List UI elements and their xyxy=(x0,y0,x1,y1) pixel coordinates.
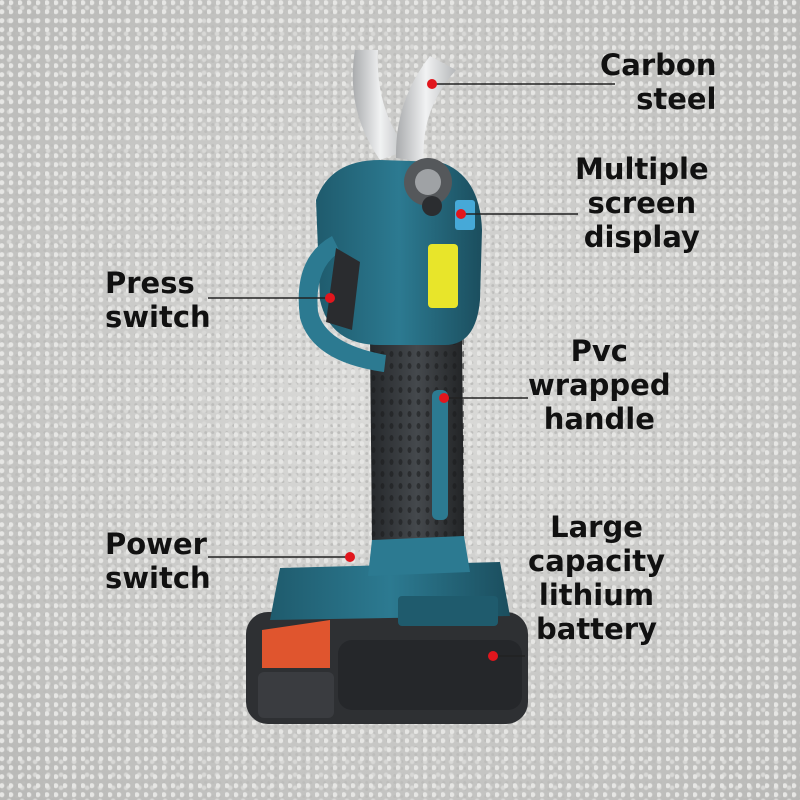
callout-dot-press xyxy=(325,293,335,303)
callout-battery: Large capacity lithium battery xyxy=(528,510,665,646)
release-button xyxy=(262,620,330,668)
callout-dot-screen xyxy=(456,209,466,219)
callout-lines xyxy=(208,83,615,657)
callout-dot-battery xyxy=(488,651,498,661)
callout-pvc-handle: Pvc wrapped handle xyxy=(528,334,671,436)
battery-pack xyxy=(246,612,528,724)
callout-press-switch: Press switch xyxy=(105,266,211,334)
callout-carbon-steel: Carbon steel xyxy=(600,48,717,116)
press-trigger xyxy=(326,248,360,330)
callout-dot-handle xyxy=(439,393,449,403)
callout-power-switch: Power switch xyxy=(105,527,211,595)
callout-dots xyxy=(325,79,498,661)
callout-screen-display: Multiple screen display xyxy=(575,152,709,254)
trigger-guard xyxy=(298,236,386,372)
yellow-label xyxy=(428,244,458,308)
upper-blade xyxy=(395,56,456,162)
callout-dot-power xyxy=(345,552,355,562)
callout-dot-blade xyxy=(427,79,437,89)
lower-blade xyxy=(352,50,408,160)
